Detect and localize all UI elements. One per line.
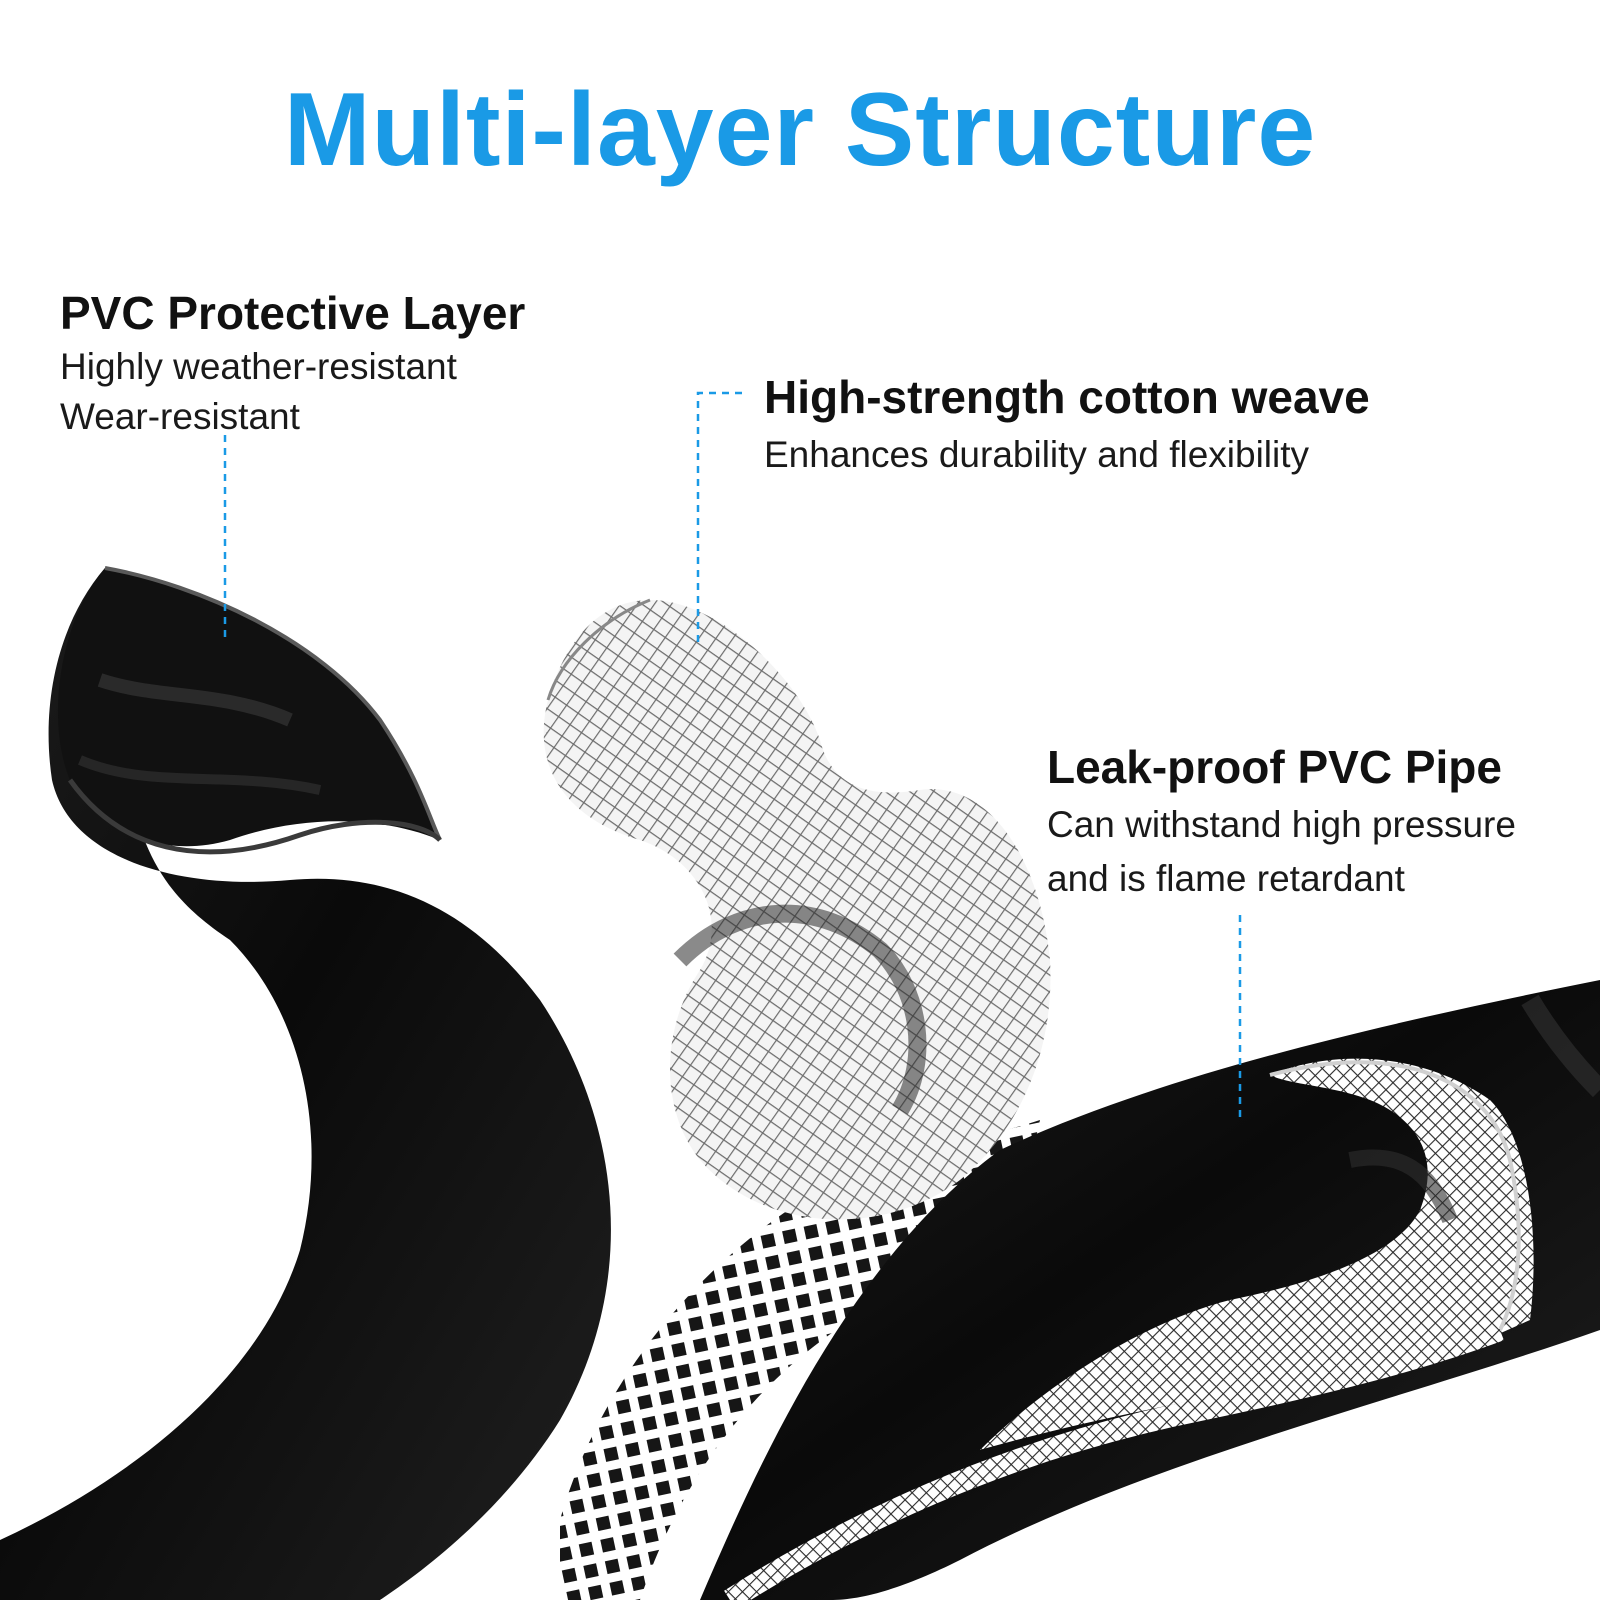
callout-heading: PVC Protective Layer bbox=[60, 287, 526, 339]
callout-line: Highly weather-resistant bbox=[60, 345, 457, 387]
callout-leak-proof-pipe: Leak-proof PVC Pipe Can withstand high p… bbox=[1047, 742, 1516, 901]
callout-line: Wear-resistant bbox=[60, 395, 300, 437]
cotton-weave-shape bbox=[543, 598, 1051, 1220]
callout-heading: High-strength cotton weave bbox=[764, 371, 1370, 423]
callout-line: Enhances durability and flexibility bbox=[764, 433, 1310, 475]
pvc-pipe-shape bbox=[700, 980, 1600, 1600]
pvc-protective-layer-shape bbox=[0, 566, 611, 1600]
callout-line: and is flame retardant bbox=[1047, 857, 1405, 899]
callout-line-cotton-weave bbox=[696, 391, 742, 648]
callout-line: Can withstand high pressure bbox=[1047, 803, 1516, 845]
page-title: Multi-layer Structure bbox=[283, 72, 1317, 188]
callout-lines bbox=[223, 391, 1242, 1120]
callout-cotton-weave: High-strength cotton weave Enhances dura… bbox=[764, 372, 1370, 477]
callout-heading: Leak-proof PVC Pipe bbox=[1047, 741, 1502, 793]
callout-pvc-protective-layer: PVC Protective Layer Highly weather-resi… bbox=[60, 288, 525, 439]
